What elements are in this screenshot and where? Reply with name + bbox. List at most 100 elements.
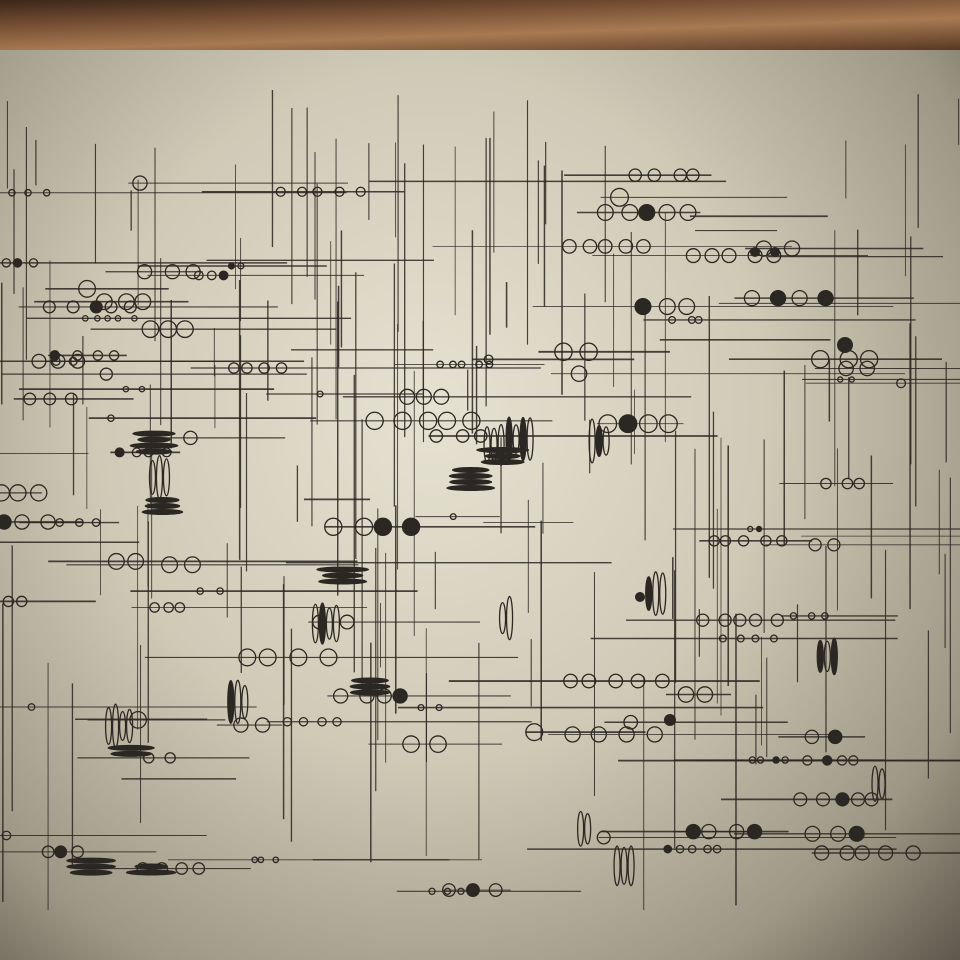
- ink-circle: [789, 612, 798, 620]
- ink-circle: [770, 613, 785, 627]
- ink-circle: [455, 429, 470, 443]
- ink-circle: [1, 258, 12, 268]
- ink-circle: [183, 556, 201, 574]
- ink-circle: [598, 414, 618, 434]
- ink-circle: [854, 845, 870, 861]
- ink-circle: [896, 378, 907, 389]
- ink-circle: [685, 248, 701, 264]
- ink-circle: [820, 477, 832, 490]
- ink-circle: [64, 392, 78, 406]
- ink-circle: [174, 602, 186, 613]
- ink-circle: [68, 356, 78, 366]
- ink-ellipse: [325, 607, 334, 640]
- ink-ellipse: [576, 810, 585, 847]
- ink-circle: [743, 289, 761, 307]
- ink-circle: [228, 362, 240, 374]
- ink-ellipse: [162, 458, 171, 497]
- ink-circle: [429, 429, 444, 443]
- ink-circle: [175, 862, 189, 875]
- ink-circle: [107, 552, 125, 570]
- ink-circle: [114, 314, 122, 322]
- ink-circle: [123, 300, 137, 314]
- ink-circle: [859, 349, 879, 369]
- ink-ellipse: [132, 430, 176, 437]
- ink-circle: [42, 188, 51, 197]
- ink-circle: [43, 392, 57, 406]
- ink-circle: [296, 186, 308, 197]
- ink-circle: [175, 320, 194, 339]
- ink-circle: [78, 279, 97, 298]
- ink-circle: [216, 587, 224, 595]
- ink-ellipse: [144, 502, 181, 509]
- ink-circle: [164, 264, 181, 280]
- ink-circle: [462, 411, 481, 431]
- ink-circle: [136, 264, 153, 280]
- ink-circle: [354, 517, 374, 537]
- ink-circle: [131, 314, 138, 322]
- ink-circle: [312, 186, 323, 197]
- ink-circle: [848, 825, 865, 842]
- ink-circle: [49, 350, 61, 361]
- ink-circle: [435, 703, 443, 712]
- ink-dot: [770, 247, 780, 257]
- ink-dot: [750, 247, 760, 257]
- ink-circle: [483, 354, 494, 365]
- ink-circle: [449, 360, 457, 369]
- ink-circle: [563, 673, 578, 689]
- ink-circle: [830, 825, 847, 842]
- ink-circle: [316, 390, 324, 398]
- ink-ellipse: [519, 416, 527, 462]
- ink-circle: [623, 714, 639, 730]
- ink-circle: [708, 535, 720, 547]
- ink-circle: [24, 188, 32, 197]
- ink-circle: [41, 845, 55, 859]
- ink-circle: [678, 297, 696, 316]
- ink-circle: [618, 238, 634, 254]
- ink-circle: [712, 844, 722, 854]
- ink-circle: [836, 755, 848, 766]
- ink-circle: [373, 517, 393, 537]
- ink-circle: [415, 388, 432, 405]
- ink-circle: [821, 612, 829, 620]
- ink-circle: [853, 477, 866, 490]
- ink-circle: [475, 360, 483, 369]
- ink-circle: [42, 300, 56, 314]
- ink-circle: [582, 238, 598, 254]
- ink-circle: [436, 360, 445, 369]
- ink-ellipse: [512, 424, 520, 454]
- ink-circle: [161, 556, 179, 574]
- ink-circle: [721, 248, 737, 264]
- ink-ellipse: [316, 566, 370, 573]
- ink-circle: [402, 735, 420, 754]
- ink-circle: [597, 238, 613, 254]
- ink-ellipse: [111, 703, 120, 749]
- ink-ellipse: [351, 677, 389, 684]
- ink-circle: [332, 688, 349, 704]
- ink-ellipse: [227, 679, 235, 724]
- ink-circle: [117, 293, 135, 311]
- ink-circle: [608, 673, 624, 689]
- ink-circle: [392, 688, 408, 704]
- ink-ellipse: [125, 708, 134, 744]
- ink-ellipse: [110, 750, 152, 757]
- ink-circle: [658, 203, 676, 222]
- ink-ellipse: [484, 453, 521, 460]
- ink-circle: [848, 755, 859, 766]
- ink-circle: [66, 300, 80, 314]
- ink-ellipse: [134, 863, 168, 870]
- ink-circle: [196, 587, 204, 595]
- ink-circle: [570, 365, 588, 383]
- ink-circle: [658, 297, 676, 316]
- ink-ellipse: [234, 679, 242, 725]
- ink-circle: [275, 186, 286, 197]
- ink-circle: [579, 342, 598, 362]
- ink-circle: [736, 634, 745, 643]
- ink-circle: [905, 845, 921, 861]
- ink-circle: [696, 686, 714, 703]
- ink-circle: [71, 845, 84, 859]
- ink-circle: [791, 289, 808, 307]
- ink-circle: [793, 792, 808, 807]
- ink-circle: [94, 314, 101, 322]
- ink-ellipse: [659, 572, 667, 615]
